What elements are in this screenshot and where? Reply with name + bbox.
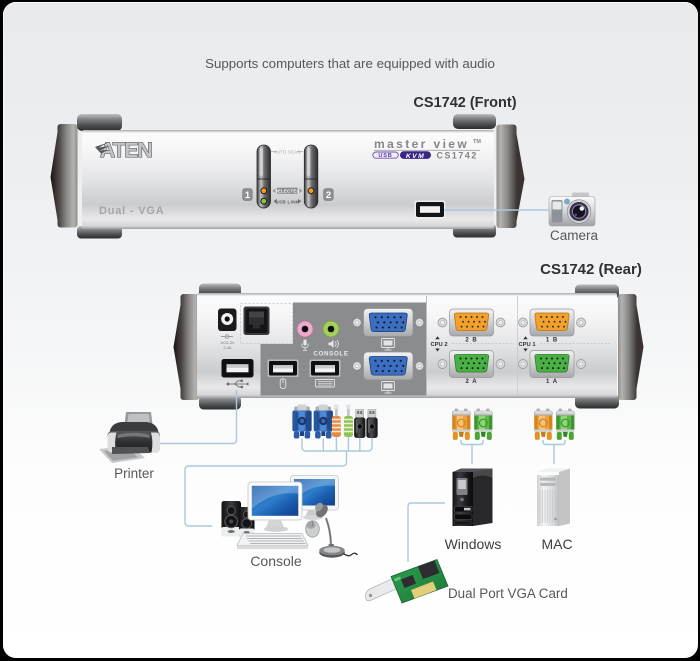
- svg-text:Supports computers that are eq: Supports computers that are equipped wit…: [205, 56, 495, 71]
- svg-text:Camera: Camera: [550, 228, 599, 243]
- svg-text:master view: master view: [374, 137, 469, 151]
- svg-text:MAC: MAC: [541, 536, 572, 552]
- svg-text:2 B: 2 B: [465, 338, 477, 344]
- svg-text:CS1742 (Front): CS1742 (Front): [413, 95, 516, 111]
- svg-text:1 A: 1 A: [546, 379, 558, 385]
- svg-text:2: 2: [326, 190, 331, 201]
- svg-text:CPU 2: CPU 2: [431, 342, 448, 348]
- svg-text:USB: USB: [378, 153, 392, 159]
- svg-text:CS1742 (Rear): CS1742 (Rear): [540, 261, 642, 278]
- svg-text:Dual Port VGA Card: Dual Port VGA Card: [448, 586, 568, 601]
- svg-text:CS1742: CS1742: [437, 150, 478, 160]
- svg-text:AUTO SCAN: AUTO SCAN: [274, 150, 301, 155]
- svg-text:1 B: 1 B: [546, 338, 558, 344]
- svg-text:2 A: 2 A: [465, 379, 477, 385]
- svg-text:SELECTED: SELECTED: [275, 189, 300, 194]
- svg-text:Windows: Windows: [445, 536, 502, 552]
- svg-text:TM: TM: [473, 139, 481, 145]
- svg-text:CPU 1: CPU 1: [519, 342, 537, 348]
- svg-text:CONSOLE: CONSOLE: [313, 351, 348, 358]
- svg-text:Printer: Printer: [114, 466, 154, 481]
- svg-text:2.4A: 2.4A: [223, 345, 232, 350]
- svg-text:Console: Console: [250, 553, 302, 569]
- svg-text:DC5.3V: DC5.3V: [220, 340, 234, 345]
- svg-text:Dual - VGA: Dual - VGA: [99, 205, 164, 217]
- svg-text:KVM: KVM: [406, 153, 425, 160]
- svg-text:USB LINK: USB LINK: [275, 199, 299, 204]
- svg-text:ATEN: ATEN: [100, 139, 152, 162]
- svg-text:1: 1: [245, 190, 251, 201]
